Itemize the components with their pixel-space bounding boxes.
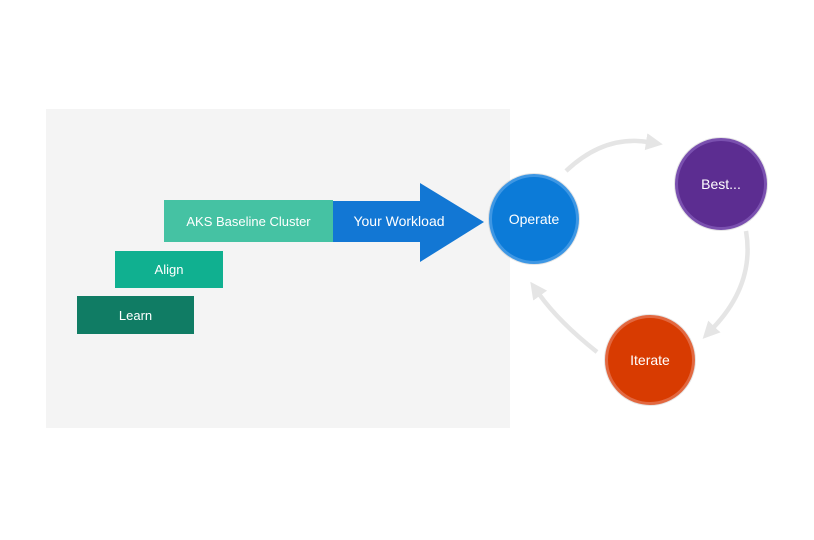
connector-operate-to-best-icon — [564, 133, 663, 173]
cycle-node-iterate: Iterate — [605, 315, 695, 405]
cycle-node-iterate-label: Iterate — [630, 352, 670, 368]
bar-aks-baseline-cluster-label: AKS Baseline Cluster — [186, 213, 311, 229]
cycle-node-best: Best... — [675, 138, 767, 230]
bar-align-label: Align — [154, 262, 184, 277]
bar-learn: Learn — [77, 296, 194, 334]
workload-arrow-icon — [333, 183, 484, 262]
cycle-node-operate: Operate — [489, 174, 579, 264]
bar-align: Align — [115, 251, 223, 288]
cycle-node-best-label: Best... — [701, 176, 741, 192]
cycle-node-operate-label: Operate — [508, 211, 560, 227]
bar-learn-label: Learn — [118, 307, 153, 323]
connector-iterate-to-operate-icon — [530, 281, 599, 354]
bar-aks-baseline-cluster: AKS Baseline Cluster — [164, 200, 333, 242]
connector-best-to-iterate-icon — [702, 230, 750, 339]
